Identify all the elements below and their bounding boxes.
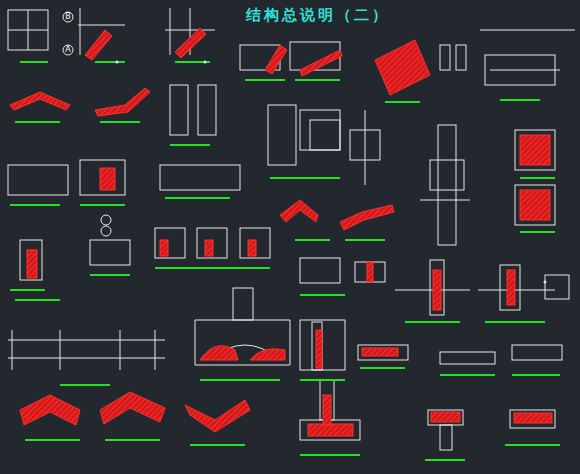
axis-label: B xyxy=(63,12,73,22)
sheet-title: 结构总说明（二） xyxy=(246,6,390,25)
axis-label: A xyxy=(63,45,73,55)
